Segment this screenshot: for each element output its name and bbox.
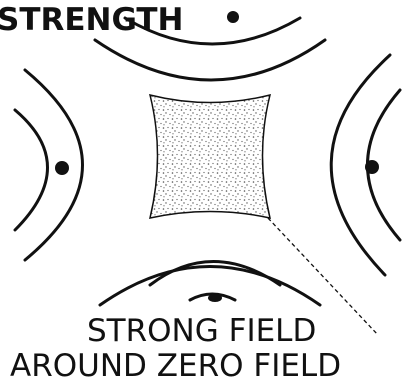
- label-strong-field: STRONG FIELD: [87, 313, 316, 349]
- pole-marker-bottom: [208, 294, 222, 302]
- field-lines-left: [15, 70, 83, 260]
- label-around-zero-field: AROUND ZERO FIELD: [10, 348, 341, 381]
- pole-marker-left: [55, 161, 69, 175]
- label-strength: STRENGTH: [0, 2, 183, 38]
- pole-marker-top: [227, 11, 239, 23]
- pole-marker-right: [365, 160, 379, 174]
- zero-field-region: [150, 95, 270, 218]
